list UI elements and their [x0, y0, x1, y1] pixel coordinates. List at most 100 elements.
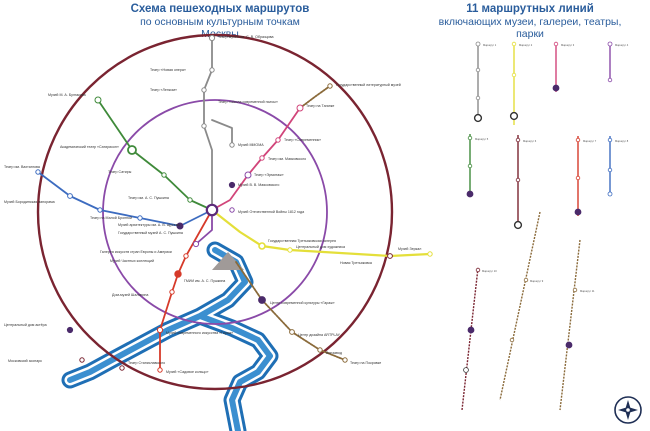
routes-subtitle: включающих музеи, галереи, театры, парки — [438, 16, 622, 41]
station-s5[interactable] — [229, 142, 235, 148]
label-s5: Музей ММОМА — [238, 143, 264, 147]
label-s24: Дом-музей Шаляпина — [112, 293, 148, 297]
inner-ring — [102, 99, 328, 325]
label-s20: Государственный музей А. С. Пушкина — [118, 231, 183, 235]
outer-ring — [36, 33, 394, 391]
station-s17[interactable] — [67, 193, 73, 199]
station-s11[interactable] — [229, 207, 235, 213]
station-s20[interactable] — [176, 222, 184, 230]
strip-dot — [607, 77, 613, 83]
station-hub-center[interactable] — [205, 203, 219, 217]
station-s33[interactable] — [317, 347, 323, 353]
station-s34[interactable] — [342, 357, 348, 363]
station-s14[interactable] — [127, 145, 137, 155]
strip-dot — [565, 341, 573, 349]
station-s23[interactable] — [174, 270, 182, 278]
line-gray-branch — [211, 119, 233, 146]
station-s29[interactable] — [387, 253, 393, 259]
route-label-3: Маршрут 3 — [561, 43, 575, 47]
route-label-10: Маршрут 10 — [482, 269, 497, 273]
river-channel — [67, 247, 273, 431]
station-s18[interactable] — [97, 207, 103, 213]
line-yellow — [210, 208, 432, 258]
strip-dot — [575, 175, 581, 181]
route-label-11: Маршрут 11 — [580, 289, 595, 293]
station-s21[interactable] — [192, 240, 200, 248]
strip-dot — [475, 267, 481, 273]
line-red — [159, 209, 213, 371]
station-s25[interactable] — [156, 326, 164, 334]
route-label-8: Маршрут 8 — [615, 139, 629, 143]
label-s7: Театр «Современник» — [284, 138, 321, 142]
label-s17: Музей Бородинская панорама — [4, 200, 55, 204]
line-gray — [203, 37, 213, 211]
label-s12: Театр им. А. С. Пушкина — [128, 196, 169, 200]
station-s6[interactable] — [296, 104, 304, 112]
strip-dot — [473, 113, 483, 123]
label-s28: Центральный дом художника — [296, 245, 345, 249]
strip-dot — [574, 208, 582, 216]
route-strip-labels: Маршрут 1 Маршрут 2 Маршрут 3 Маршрут 4 … — [475, 43, 629, 293]
logo-center — [625, 407, 631, 413]
strip-dot — [607, 137, 613, 143]
strip-dot — [463, 367, 469, 373]
label-s22: Музей Частных коллекций — [110, 259, 154, 263]
label-s32: Центр дизайна ARTPLAY — [298, 333, 341, 337]
station-s26[interactable] — [157, 367, 163, 373]
strip-dot — [513, 220, 523, 230]
station-s10[interactable] — [228, 181, 236, 189]
label-s1: Театр-музей им. С. В. Образцова — [218, 35, 273, 39]
station-s19[interactable] — [137, 215, 143, 221]
station-s2[interactable] — [209, 67, 215, 73]
label-s2: Театр «Новая опера» — [150, 68, 186, 72]
routes-header: 11 маршрутных линий включающих музеи, га… — [430, 3, 630, 40]
station-s36[interactable] — [66, 326, 74, 334]
strip-9[interactable] — [499, 211, 541, 401]
route-label-5: Маршрут 5 — [475, 137, 489, 141]
station-s28[interactable] — [287, 247, 293, 253]
station-s35[interactable] — [327, 83, 333, 89]
strip-dot — [509, 337, 515, 343]
station-s1[interactable] — [208, 34, 216, 42]
station-s30[interactable] — [427, 251, 433, 257]
station-s7[interactable] — [275, 137, 281, 143]
station-s15[interactable] — [94, 96, 102, 104]
station-s16[interactable] — [35, 169, 41, 175]
label-s16: Театр им. Вахтангова — [4, 165, 40, 169]
station-s12[interactable] — [187, 197, 193, 203]
label-s8: Театр им. Маяковского — [268, 157, 306, 161]
label-s4: Театр «Школа современной пьесы» — [218, 100, 278, 104]
station-s9[interactable] — [244, 171, 252, 179]
station-s24[interactable] — [169, 289, 175, 295]
station-s38[interactable] — [119, 365, 125, 371]
strip-dot — [467, 163, 473, 169]
route-label-7: Маршрут 7 — [583, 139, 597, 143]
label-s38: Театр Станиславского — [128, 361, 165, 365]
station-s32[interactable] — [289, 329, 295, 335]
station-s4[interactable] — [201, 123, 207, 129]
station-s8[interactable] — [259, 155, 265, 161]
strip-dot — [475, 41, 481, 47]
station-s37[interactable] — [79, 357, 85, 363]
station-s22[interactable] — [183, 253, 189, 259]
route-strips — [461, 42, 611, 411]
label-s18: Театр на Малой Бронной — [90, 216, 132, 220]
station-s13[interactable] — [161, 172, 167, 178]
label-s3: Театр «Ленком» — [150, 88, 177, 92]
strip-10[interactable] — [461, 267, 479, 411]
label-s15: Музей М. А. Булгакова — [48, 93, 86, 97]
station-s3[interactable] — [201, 87, 207, 93]
river — [61, 241, 279, 431]
station-labels: Театр-музей им. С. В. Образцова Театр «Н… — [4, 35, 421, 374]
station-s27[interactable] — [258, 242, 266, 250]
strip-dot — [509, 111, 519, 121]
label-s29: Новая Третьяковка — [340, 261, 372, 265]
label-s19: Музей архитектуры им. А. В. Щусева — [118, 223, 180, 227]
map-title: Схема пешеходных маршрутов — [130, 3, 310, 15]
label-s30: Музей Зеркал — [398, 247, 421, 251]
label-s25: Музей современного искусства «Гараж» — [166, 331, 233, 335]
label-s10: Музей В. В. Маяковского — [238, 183, 279, 187]
strip-dots — [463, 41, 613, 373]
station-s31[interactable] — [258, 296, 266, 304]
strip-11[interactable] — [559, 239, 581, 411]
